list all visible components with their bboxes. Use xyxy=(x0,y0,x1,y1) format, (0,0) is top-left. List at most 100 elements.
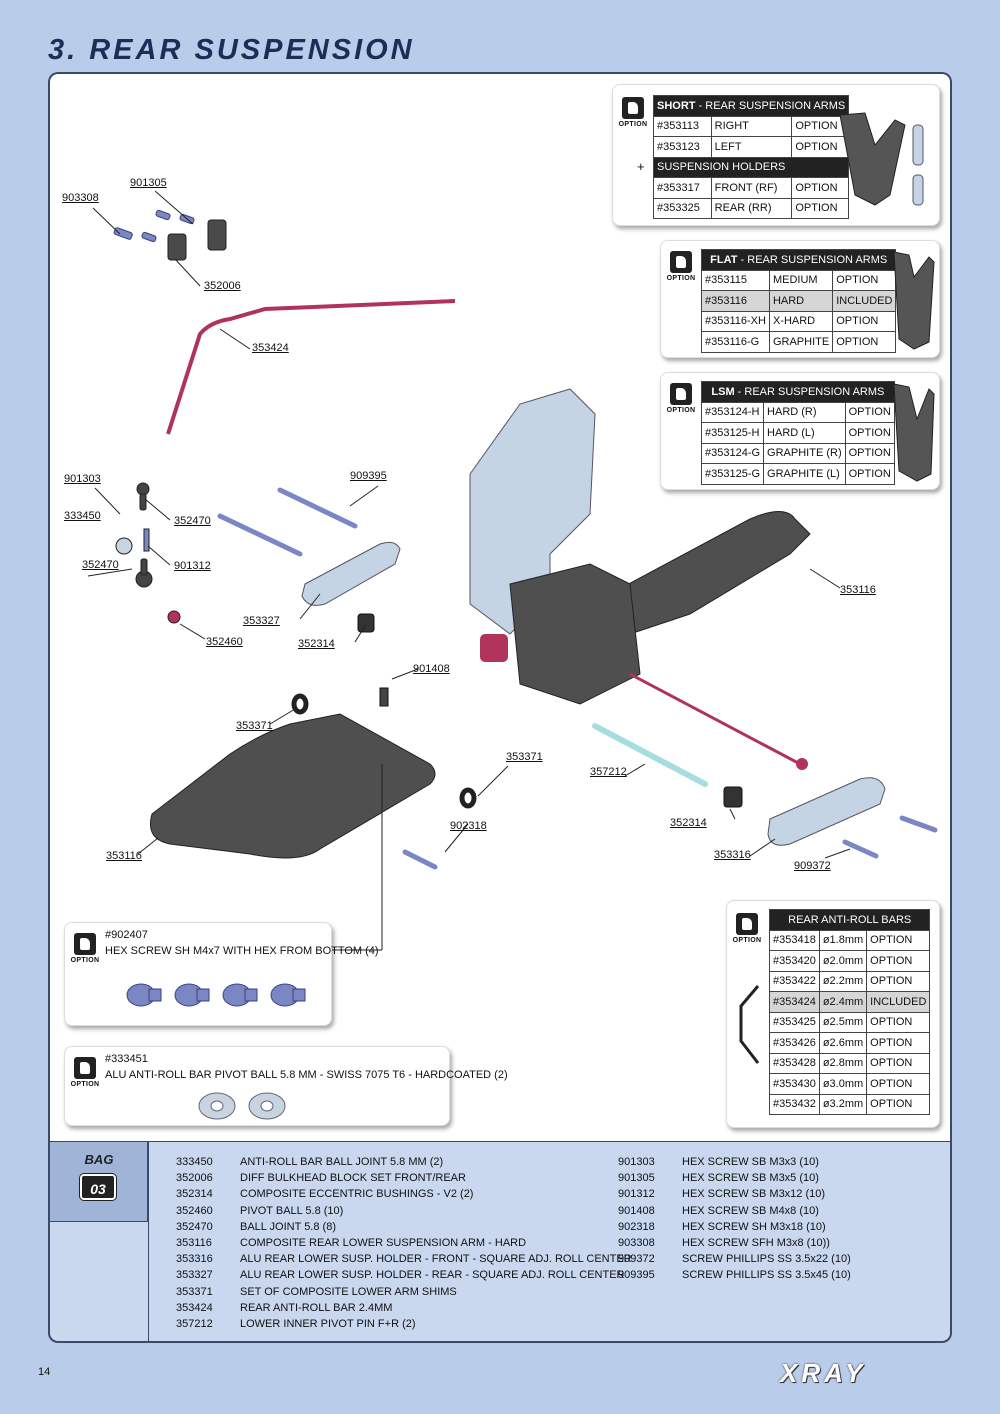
plus-sign: + xyxy=(637,159,645,174)
page-number: 14 xyxy=(38,1366,51,1378)
part-label: 352470 xyxy=(174,515,211,527)
diff-block-part xyxy=(509,563,641,705)
option-thumb-icon: OPTION xyxy=(69,1057,101,1088)
short-arms-option-box: OPTION SHORT - REAR SUSPENSION ARMS #353… xyxy=(612,84,940,226)
option-902407-box: OPTION #902407 HEX SCREW SH M4x7 WITH HE… xyxy=(64,922,379,1026)
lsm-arm-illustration xyxy=(893,383,935,482)
bag-number-badge: 03 xyxy=(80,1174,116,1200)
rear-holder-part xyxy=(301,541,401,606)
antiroll-bar-illustration xyxy=(739,985,760,1064)
part-label: 902318 xyxy=(450,820,487,832)
part-label: 901408 xyxy=(413,663,450,675)
bag-indicator: BAG 03 xyxy=(50,1142,148,1222)
part-label: 352314 xyxy=(670,817,707,829)
part-label: 901305 xyxy=(130,177,167,189)
flat-arm-illustration xyxy=(893,251,935,350)
part-label: 909372 xyxy=(794,860,831,872)
short-arm-illustration xyxy=(839,112,924,206)
option-thumb-icon: OPTION xyxy=(665,251,697,282)
part-label: 357212 xyxy=(590,766,627,778)
antiroll-bar-part xyxy=(166,299,456,435)
pivot-balls-illustration xyxy=(198,1092,286,1120)
part-label: 353371 xyxy=(236,720,273,732)
screw-902318 xyxy=(402,849,438,870)
shims xyxy=(291,693,477,809)
option-code: #333451 xyxy=(105,1053,148,1065)
lower-arm-right-part xyxy=(609,511,811,635)
screw-rear-holder xyxy=(899,815,938,833)
bulkhead-blocks xyxy=(167,219,227,261)
lower-arm-left-part xyxy=(150,713,436,859)
front-holder-part xyxy=(767,777,886,846)
part-label: 353371 xyxy=(506,751,543,763)
page-title: 3. REAR SUSPENSION xyxy=(48,34,415,66)
long-screws xyxy=(217,487,358,557)
part-label: 353116 xyxy=(840,584,876,596)
leader-lines xyxy=(87,190,851,951)
brand-logo: XRAY xyxy=(780,1358,867,1388)
assembly-diagram-panel: 901305 903308 352006 353424 901303 33345… xyxy=(48,72,952,1142)
option-thumb-icon: OPTION xyxy=(665,383,697,414)
option-description: HEX SCREW SH M4x7 WITH HEX FROM BOTTOM (… xyxy=(105,945,379,957)
option-thumb-icon: OPTION xyxy=(617,97,649,128)
option-333451-box: OPTION #333451 ALU ANTI-ROLL BAR PIVOT B… xyxy=(64,1046,508,1126)
option-description: ALU ANTI-ROLL BAR PIVOT BALL 5.8 MM - SW… xyxy=(105,1069,508,1081)
pivot-pin-part xyxy=(592,723,708,787)
lsm-arms-option-box: OPTION LSM - REAR SUSPENSION ARMS #35312… xyxy=(660,372,940,490)
flat-arms-option-box: OPTION FLAT - REAR SUSPENSION ARMS #3531… xyxy=(660,240,940,358)
part-label: 353424 xyxy=(252,342,289,354)
hex-screws-illustration xyxy=(126,983,306,1007)
part-label: 352460 xyxy=(206,636,243,648)
drive-shaft-part xyxy=(629,672,801,766)
part-label: 901312 xyxy=(174,560,211,572)
shock-tower-part xyxy=(469,388,596,635)
part-label: 352470 xyxy=(82,559,119,571)
part-label: 333450 xyxy=(64,510,101,522)
bag-label: BAG xyxy=(84,1152,114,1167)
option-code: #902407 xyxy=(105,929,148,941)
part-label: 903308 xyxy=(62,192,99,204)
option-thumb-icon: OPTION xyxy=(69,933,101,964)
